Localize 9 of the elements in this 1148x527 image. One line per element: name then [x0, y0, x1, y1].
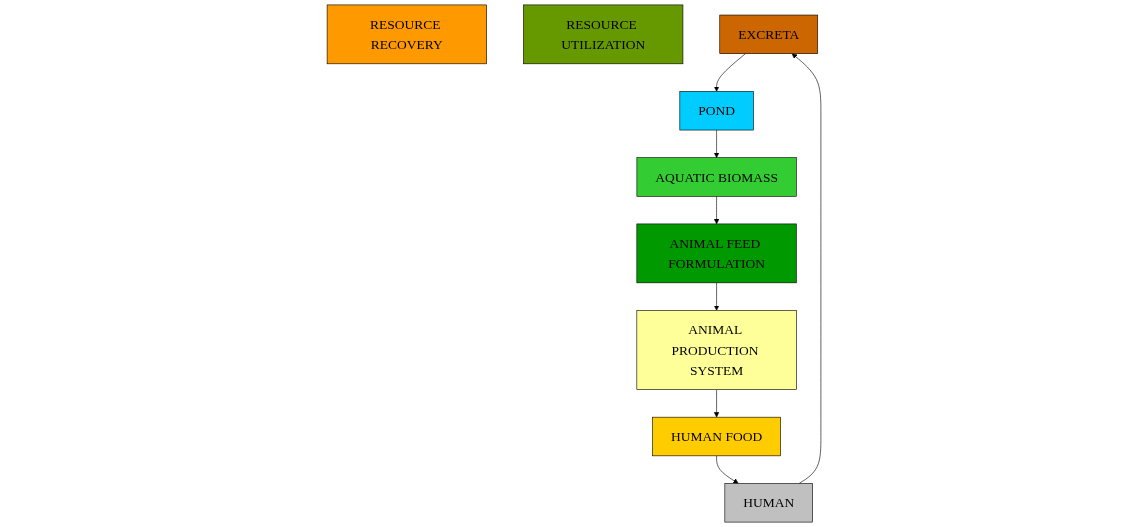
- node-box: AQUATIC BIOMASS: [636, 157, 797, 197]
- node-box: EXCRETA: [719, 14, 819, 54]
- node-box: ANIMAL FEED FORMULATION: [636, 223, 797, 284]
- node-box: RESOURCE UTILIZATION: [523, 4, 684, 65]
- node-box: HUMAN: [724, 483, 813, 523]
- node-box: HUMAN FOOD: [652, 416, 781, 457]
- node-box: RESOURCE RECOVERY: [326, 4, 487, 65]
- node-box: POND: [679, 91, 754, 131]
- node-box: ANIMAL PRODUCTION SYSTEM: [636, 310, 797, 390]
